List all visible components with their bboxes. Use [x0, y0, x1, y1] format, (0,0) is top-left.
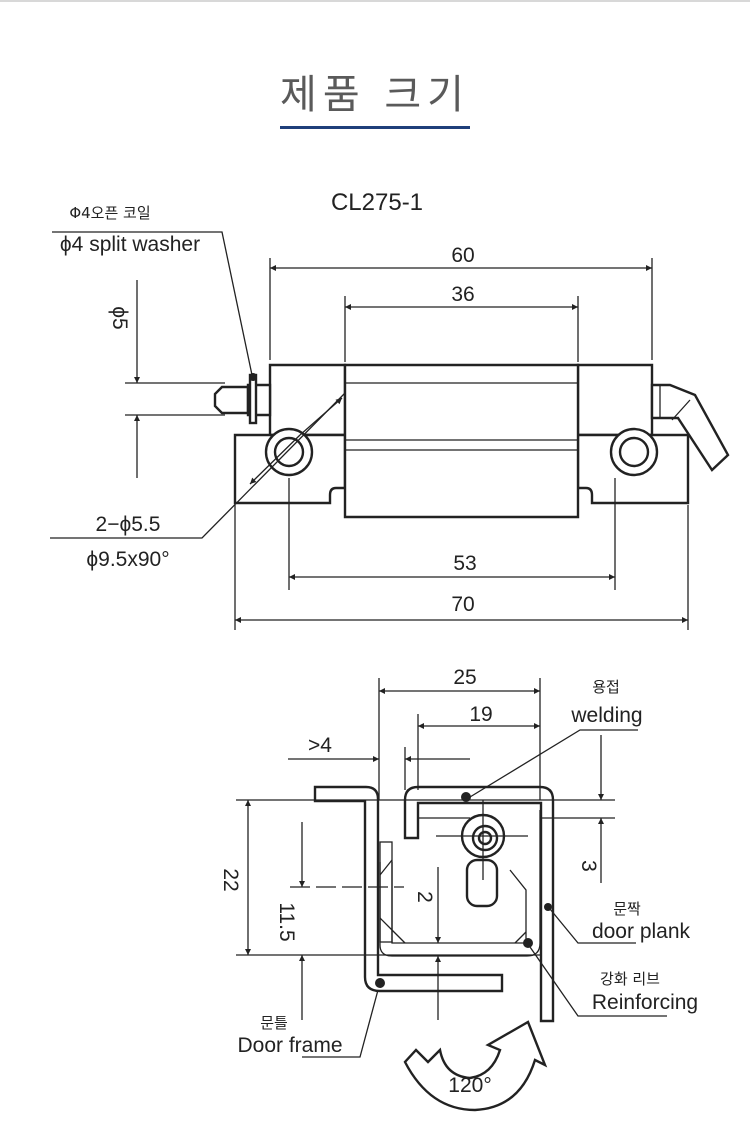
title-underline — [280, 126, 470, 129]
dimension-22: 22 — [219, 799, 615, 956]
side-view-hinge — [290, 785, 555, 1023]
dimension-3: 3 — [540, 735, 615, 883]
svg-text:3: 3 — [577, 860, 600, 872]
page-title: 제품 크기 — [280, 72, 470, 118]
rotation-arrow-icon: 120° — [403, 1020, 548, 1112]
dimension-19: 19 — [417, 703, 540, 790]
svg-text:Φ4오픈 코일: Φ4오픈 코일 — [69, 204, 150, 222]
dimension-53: 53 — [288, 478, 616, 590]
dimension-11-5: 11.5 — [275, 822, 305, 1020]
svg-text:welding: welding — [570, 704, 642, 727]
svg-text:ϕ5: ϕ5 — [108, 306, 131, 329]
svg-text:53: 53 — [453, 552, 476, 575]
model-number: CL275-1 — [331, 189, 423, 216]
dimension-25: 25 — [378, 666, 541, 800]
svg-text:Door frame: Door frame — [237, 1034, 342, 1057]
svg-text:11.5: 11.5 — [275, 902, 298, 941]
svg-text:25: 25 — [453, 666, 476, 689]
top-border — [0, 0, 750, 2]
svg-text:2−ϕ5.5: 2−ϕ5.5 — [96, 513, 161, 536]
svg-text:Reinforcing: Reinforcing — [592, 991, 698, 1014]
svg-text:문틀: 문틀 — [260, 1014, 288, 1032]
svg-text:36: 36 — [451, 283, 474, 306]
svg-text:22: 22 — [219, 868, 242, 891]
reinforcing-point — [523, 938, 533, 948]
svg-text:ϕ9.5x90°: ϕ9.5x90° — [86, 548, 169, 571]
top-view-hinge — [213, 363, 730, 519]
split-washer-callout: Φ4오픈 코일 ϕ4 split washer — [52, 204, 253, 376]
dimension-2: 2 — [413, 867, 441, 1020]
svg-text:강화 리브: 강화 리브 — [600, 970, 660, 988]
hole-callout: 2−ϕ5.5 ϕ9.5x90° — [50, 392, 346, 571]
svg-text:19: 19 — [469, 703, 492, 726]
svg-text:문짝: 문짝 — [613, 900, 641, 918]
door-frame-callout: 문틀 Door frame — [237, 989, 379, 1058]
svg-text:door plank: door plank — [592, 920, 691, 943]
svg-text:120°: 120° — [448, 1074, 491, 1097]
svg-text:용접: 용접 — [592, 678, 620, 696]
welding-callout: 용접 welding — [469, 678, 643, 798]
dimension-70: 70 — [234, 505, 689, 630]
svg-text:2: 2 — [413, 891, 436, 903]
dimension-60: 60 — [269, 244, 653, 360]
svg-text:>4: >4 — [308, 734, 332, 757]
svg-text:70: 70 — [451, 593, 474, 616]
dimension-pin-diameter: ϕ5 — [108, 280, 225, 478]
reinforcing-callout: 강화 리브 Reinforcing — [529, 946, 698, 1017]
door-frame-point — [375, 978, 385, 988]
door-plank-callout: 문짝 door plank — [549, 900, 691, 944]
svg-text:ϕ4 split washer: ϕ4 split washer — [60, 233, 200, 256]
dimension-gap: >4 — [288, 734, 470, 790]
svg-text:60: 60 — [451, 244, 474, 267]
dimension-36: 36 — [344, 283, 579, 362]
